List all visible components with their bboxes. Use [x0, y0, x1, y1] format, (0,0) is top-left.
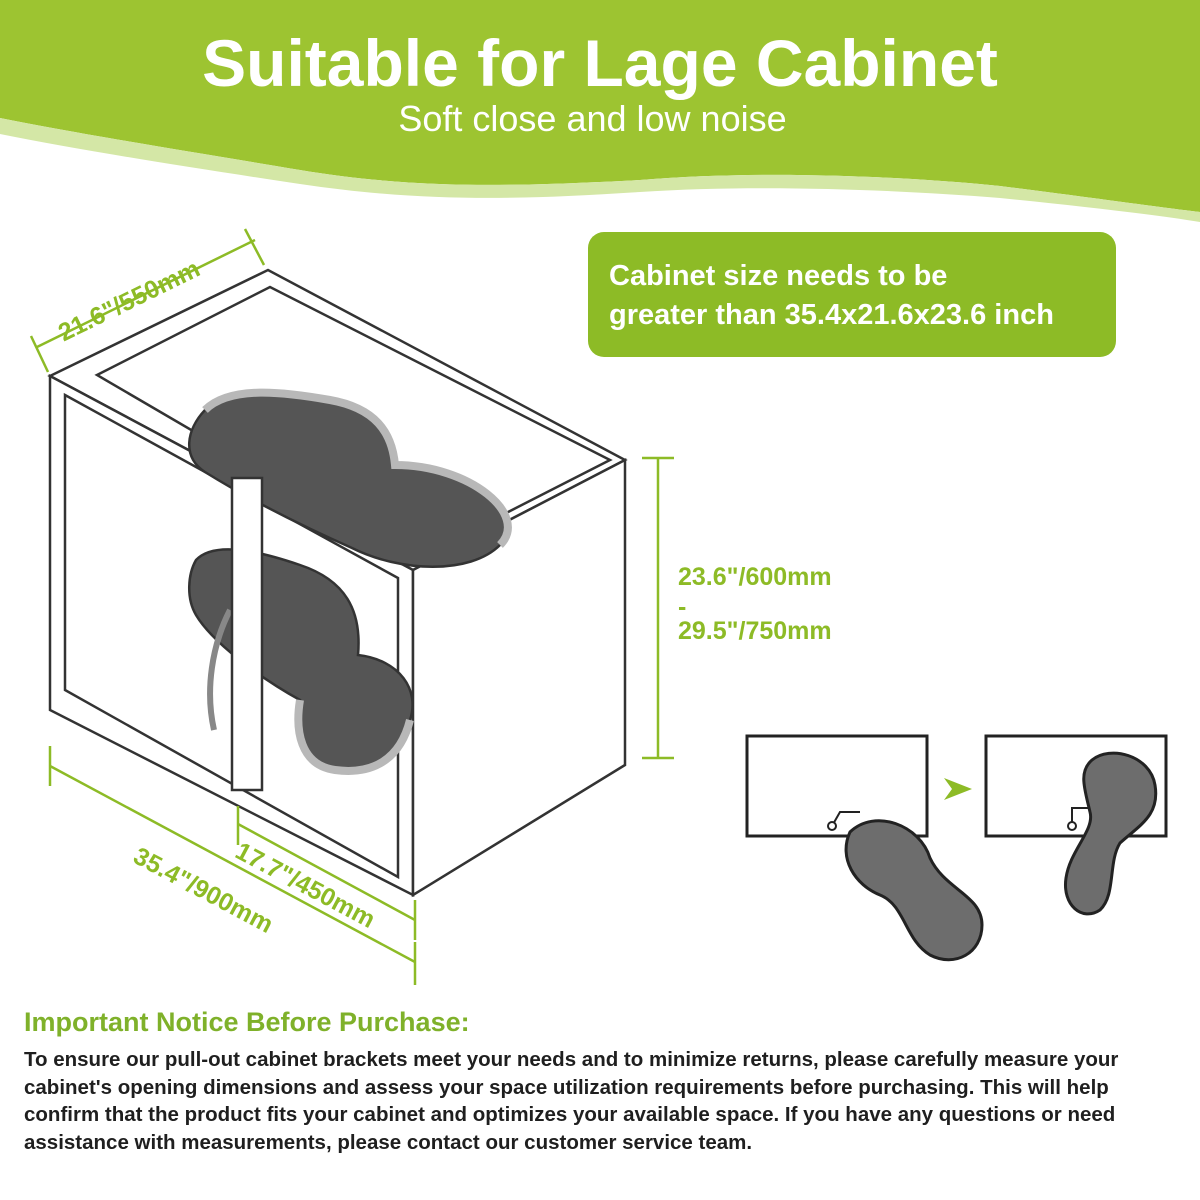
- cabinet-frame-left: [745, 734, 929, 838]
- width-dimension-lines: [48, 746, 417, 985]
- upper-shelf-rim: [202, 388, 512, 548]
- height-dimension-line: [642, 456, 674, 760]
- tray-out-illustration: [745, 734, 984, 962]
- header-banner: [0, 0, 1200, 212]
- tray-pivot-right: [1067, 821, 1077, 831]
- depth-dimension-line: [29, 228, 266, 373]
- notice-body: To ensure our pull-out cabinet brackets …: [24, 1048, 1119, 1154]
- arrow-icon: [944, 778, 972, 800]
- size-requirement-line2: greater than 35.4x21.6x23.6 inch: [609, 299, 1054, 331]
- center-post: [230, 476, 264, 792]
- rotating-shelves: [188, 388, 512, 792]
- tray-in-illustration: [984, 734, 1168, 916]
- notice-title: Important Notice Before Purchase:: [24, 1007, 470, 1037]
- cabinet-outline: [47, 268, 628, 898]
- height-separator: -: [678, 593, 687, 621]
- height-max-label: 29.5"/750mm: [678, 617, 832, 645]
- header-wave-light: [0, 118, 1200, 222]
- lower-shelf-rim: [294, 699, 414, 775]
- shelf-support-arm: [207, 608, 233, 731]
- tray-arm-left: [831, 811, 860, 827]
- height-min-label: 23.6"/600mm: [678, 563, 832, 591]
- page-title: Suitable for Lage Cabinet: [202, 26, 998, 100]
- tray-left: [844, 819, 984, 962]
- tray-pivot-left: [827, 821, 837, 831]
- page-subtitle: Soft close and low noise: [398, 98, 787, 139]
- size-requirement-box: Cabinet size needs to be greater than 35…: [588, 232, 1116, 357]
- size-requirement-line1: Cabinet size needs to be: [609, 260, 948, 292]
- tray-right: [1064, 751, 1158, 916]
- tray-arm-right: [1071, 807, 1090, 826]
